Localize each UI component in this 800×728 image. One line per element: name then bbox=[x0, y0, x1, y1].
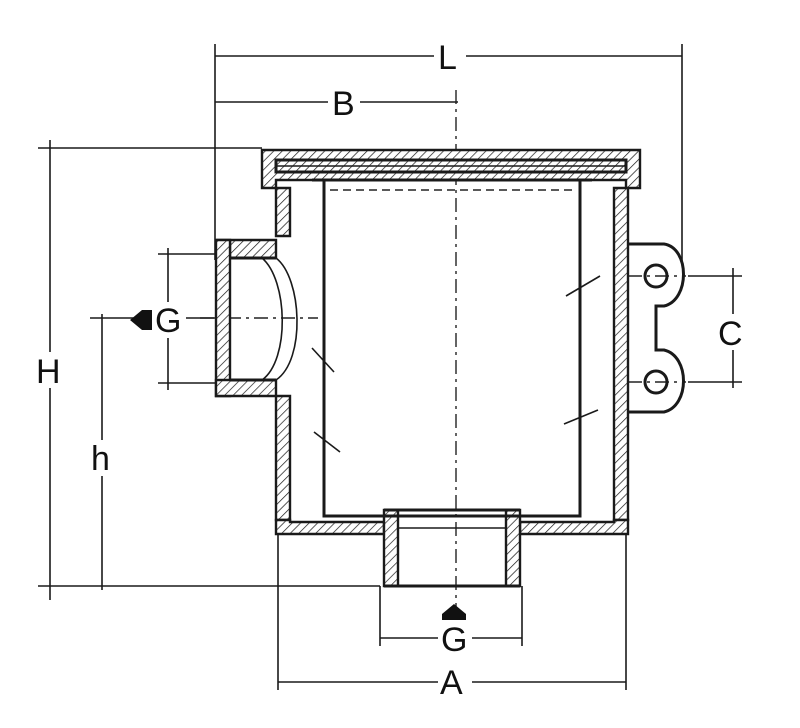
strainer-body bbox=[214, 148, 685, 588]
dimension-label-C: C bbox=[718, 315, 743, 353]
flow-arrow-bottom bbox=[442, 604, 466, 620]
filter-basket bbox=[311, 178, 601, 518]
dimension-label-H: H bbox=[36, 353, 61, 391]
dimension-label-A: A bbox=[440, 664, 463, 702]
dimension-label-G-side: G bbox=[155, 302, 181, 340]
dimension-label-B: B bbox=[332, 85, 355, 123]
flow-arrow-side bbox=[130, 310, 152, 330]
dimension-lines bbox=[38, 44, 742, 690]
dimension-label-h: h bbox=[91, 440, 110, 478]
dimension-label-L: L bbox=[438, 39, 457, 77]
dimension-label-G-bottom: G bbox=[441, 621, 467, 659]
